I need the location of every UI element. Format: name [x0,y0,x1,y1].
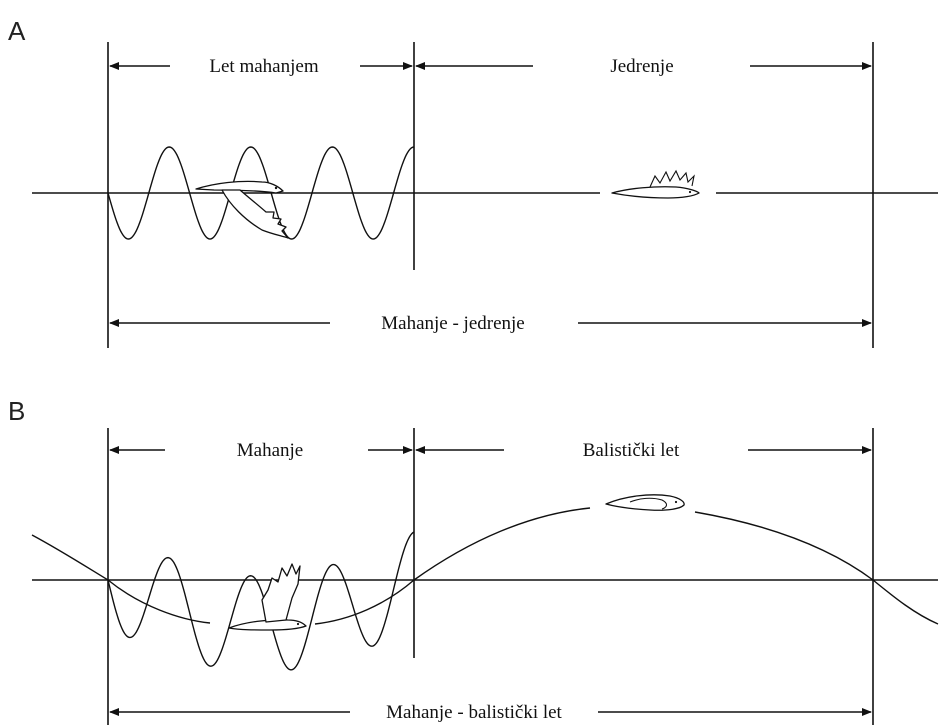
panel-b-phase2-label: Balistički let [583,440,680,461]
panel-b-trajectory-outgoing [872,579,939,625]
panel-b-letter: B [8,396,25,426]
panel-a-gliding-bird-icon [611,169,700,199]
panel-b-trajectory-dip-left [107,579,211,624]
panel-b-flapping-wave [107,531,415,671]
panel-a-flapping-bird-icon [195,180,289,239]
panel-b-ballistic-bird-icon [605,494,685,511]
panel-b-trajectory-dip-right [314,579,415,625]
panel-b-cycle-label: Mahanje - balistički let [386,702,562,723]
panel-a: A Let mahanjem Jedrenje Mahanje - jedren… [8,16,938,348]
panel-b-trajectory-arc-right [694,511,874,581]
panel-a-letter: A [8,16,26,46]
panel-a-flapping-wave [107,146,415,240]
panel-b-trajectory-arc-left [413,507,591,581]
panel-b-flapping-bird-icon [228,563,307,631]
panel-a-phase1-label: Let mahanjem [209,56,318,77]
panel-a-cycle-label: Mahanje - jedrenje [381,313,524,334]
panel-a-phase2-label: Jedrenje [610,56,673,77]
panel-b-phase1-label: Mahanje [237,440,303,461]
panel-b-trajectory-incoming [31,534,109,581]
panel-b: B Mahanje Balistički let Mahanje - balis… [8,396,939,725]
